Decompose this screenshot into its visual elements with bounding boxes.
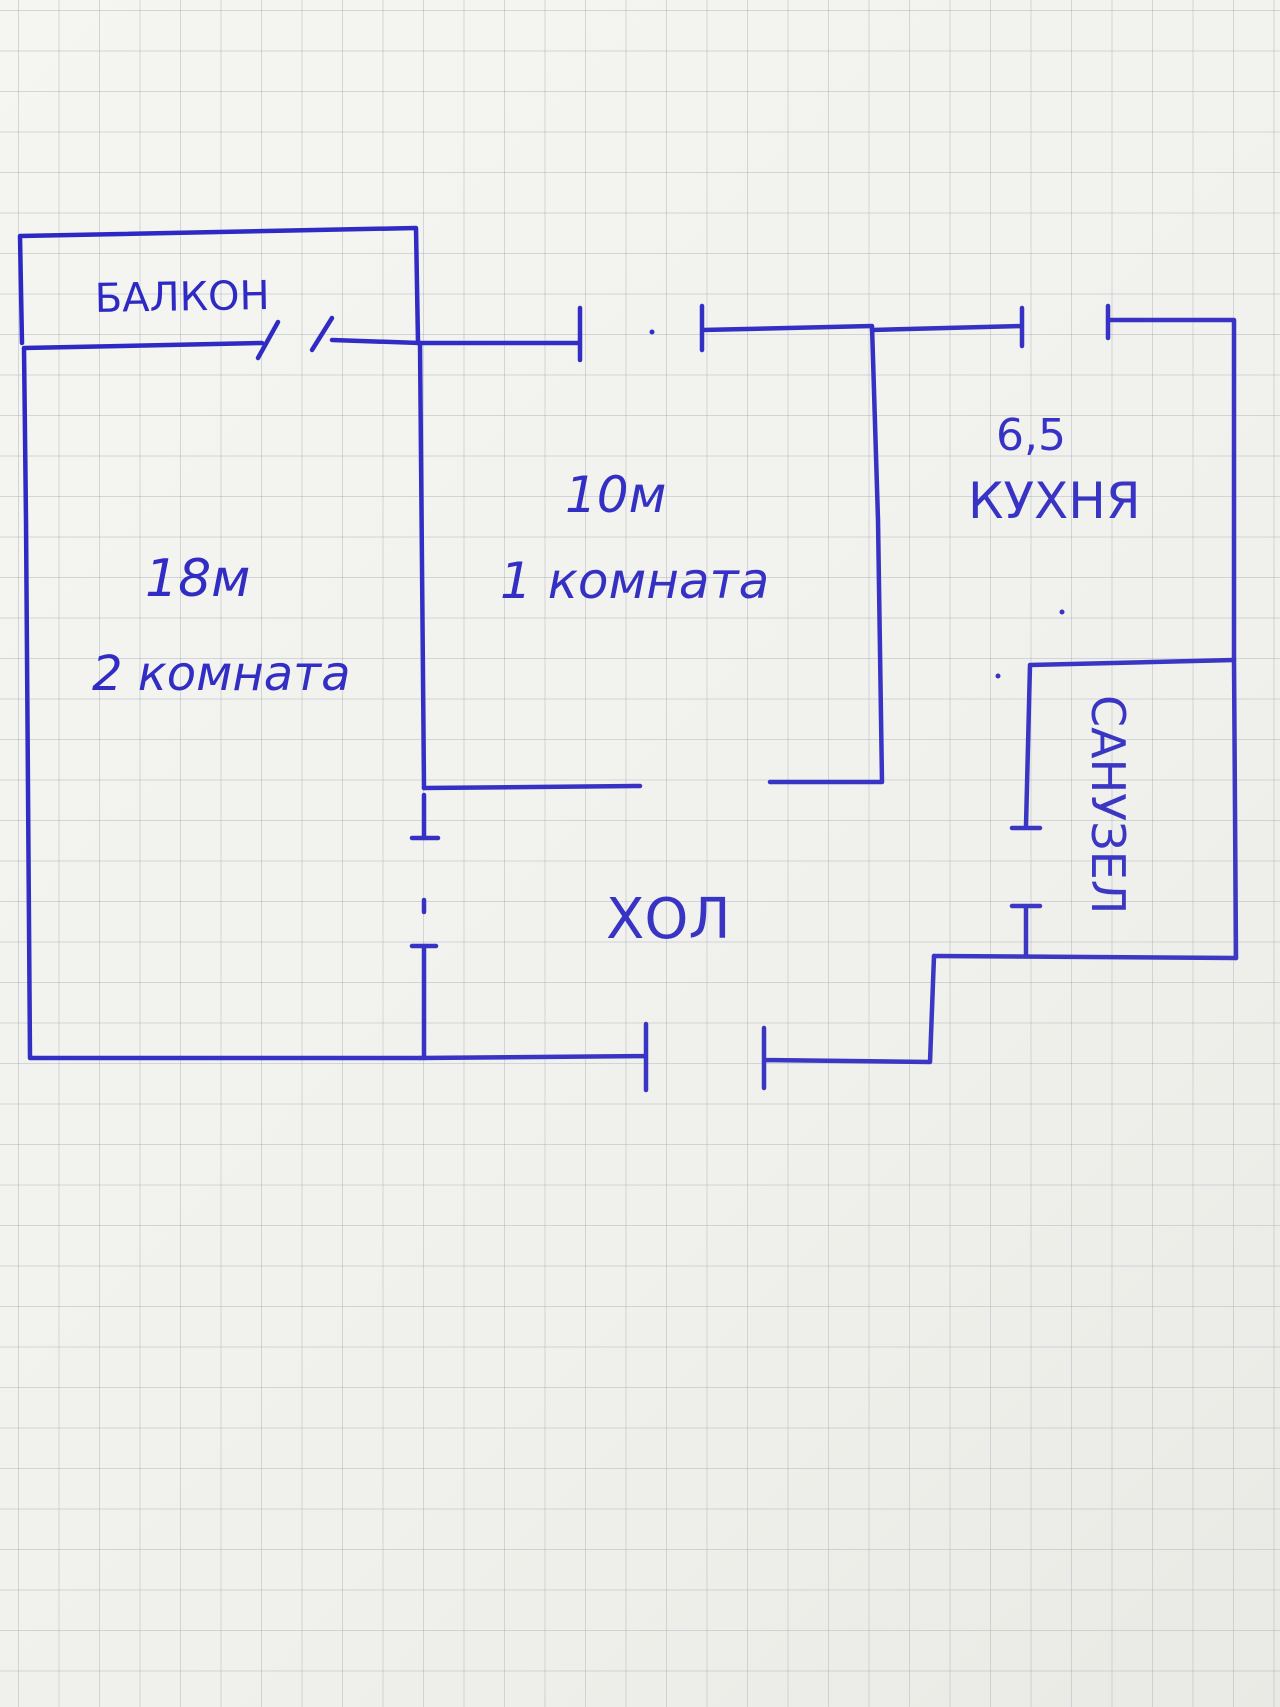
ink-dot <box>1059 609 1065 615</box>
ink-dot <box>422 798 426 802</box>
ink-dot <box>649 329 655 335</box>
balcony-label: БАЛКОН <box>94 273 270 322</box>
room-2-partition <box>417 340 427 1061</box>
room-1-area-label: 10м <box>565 466 666 524</box>
hall-name-label: ХОЛ <box>606 887 731 952</box>
room-1-name-label: 1 комната <box>500 552 769 610</box>
room-1-wall <box>421 303 885 791</box>
room-2-area-label: 18м <box>145 549 250 609</box>
room-2-name-label: 2 комната <box>92 646 351 702</box>
balcony-wall <box>17 225 421 346</box>
balcony-door-mark <box>255 315 335 361</box>
room-2-door-mark <box>409 835 441 949</box>
kitchen-name-label: КУХНЯ <box>968 472 1141 530</box>
kitchen-wall <box>869 303 1239 961</box>
bathroom-name-label: САНУЗЕЛ <box>1081 695 1135 914</box>
hall-wall <box>417 953 937 1093</box>
bathroom-wall <box>931 657 1239 961</box>
ink-dot <box>995 673 1001 679</box>
kitchen-area-label: 6,5 <box>996 410 1066 461</box>
